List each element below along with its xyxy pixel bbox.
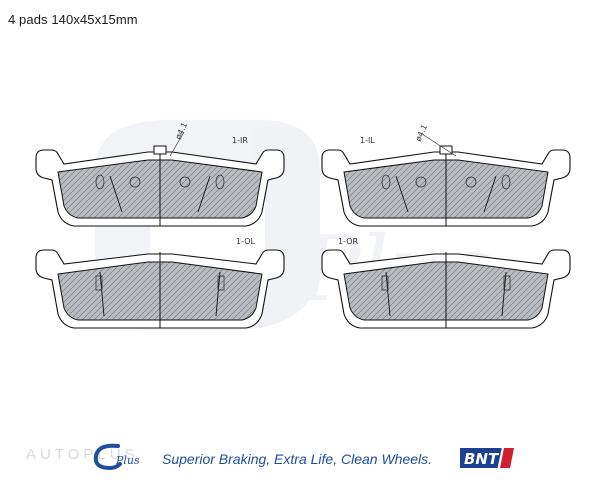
tagline: Superior Braking, Extra Life, Clean Whee… — [162, 451, 433, 467]
bnt-logo-stripe — [500, 448, 514, 468]
chamfer-right — [197, 175, 211, 213]
bnt-logo-block — [460, 448, 502, 468]
pad-label: 1-IR — [232, 136, 248, 145]
brake-pad-diagram: Plus ø4.1 1-IR ø4.1 1-IL — [35, 120, 571, 330]
center-clip — [439, 145, 453, 155]
autoplus-watermark: AUTOPLUS — [26, 446, 139, 463]
backing-slot — [381, 275, 389, 291]
rivet-hole — [381, 174, 391, 190]
chamfer-right — [215, 271, 221, 317]
backing-slot — [95, 275, 103, 291]
rivet-hole — [95, 174, 105, 190]
rivet-hole — [501, 174, 511, 190]
bnt-logo-text: BNT — [464, 450, 500, 468]
chamfer-left — [395, 175, 409, 213]
brand-logo-text: Plus — [115, 454, 140, 467]
dimension-leader — [169, 131, 185, 157]
bnt-logo: BNT — [460, 448, 514, 468]
page-title: 4 pads 140x45x15mm — [8, 12, 138, 27]
brand-logo-mark — [93, 443, 122, 471]
backing-slot — [217, 275, 225, 291]
chamfer-left — [99, 271, 105, 317]
pad-label: 1-OL — [236, 237, 255, 246]
pad-outer-left: 1-OL — [35, 237, 285, 329]
pin-hole — [129, 176, 141, 188]
center-clip — [153, 145, 167, 155]
rivet-hole — [215, 174, 225, 190]
dimension-leader — [421, 133, 457, 157]
chamfer-left — [109, 175, 123, 213]
pad-inner-left: ø4.1 1-IL — [321, 123, 571, 227]
pad-label: 1-IL — [360, 136, 375, 145]
chamfer-right — [501, 271, 507, 317]
pin-hole — [179, 176, 191, 188]
clip-dimension-label: ø4.1 — [414, 123, 430, 143]
pad-outer-right: 1-OR — [321, 237, 571, 329]
chamfer-left — [385, 271, 391, 317]
brand-logo: Plus — [93, 443, 140, 471]
chamfer-right — [483, 175, 497, 213]
pad-inner-right: ø4.1 1-IR — [35, 121, 285, 227]
backing-slot — [503, 275, 511, 291]
pin-hole — [415, 176, 427, 188]
pin-hole — [465, 176, 477, 188]
pad-label: 1-OR — [338, 237, 358, 246]
